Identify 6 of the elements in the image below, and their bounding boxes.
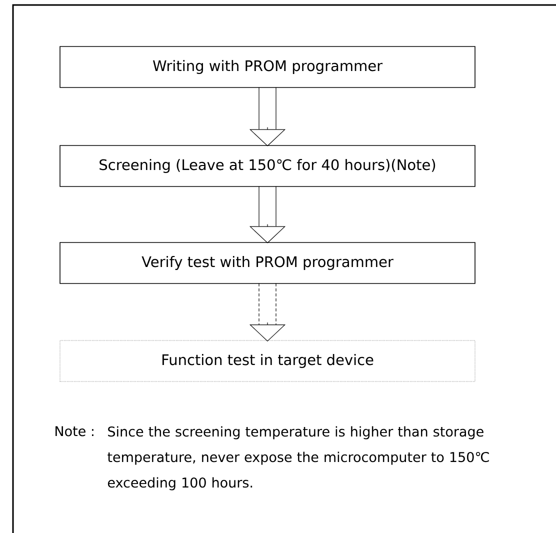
note-label: Note : bbox=[56, 426, 94, 436]
dashed-process-box: Function test in target device bbox=[60, 340, 476, 382]
note-text: Since the screening temperature is higher than storage temperature, never expose the microcomputer to 150℃ exceeding 100 hours. bbox=[108, 426, 489, 490]
process-box: Writing with PROM programmer bbox=[60, 46, 476, 88]
process-box: Screening (Leave at 150℃ for 40 hours)(Note) bbox=[60, 145, 476, 187]
process-box: Verify test with PROM programmer bbox=[60, 242, 476, 284]
